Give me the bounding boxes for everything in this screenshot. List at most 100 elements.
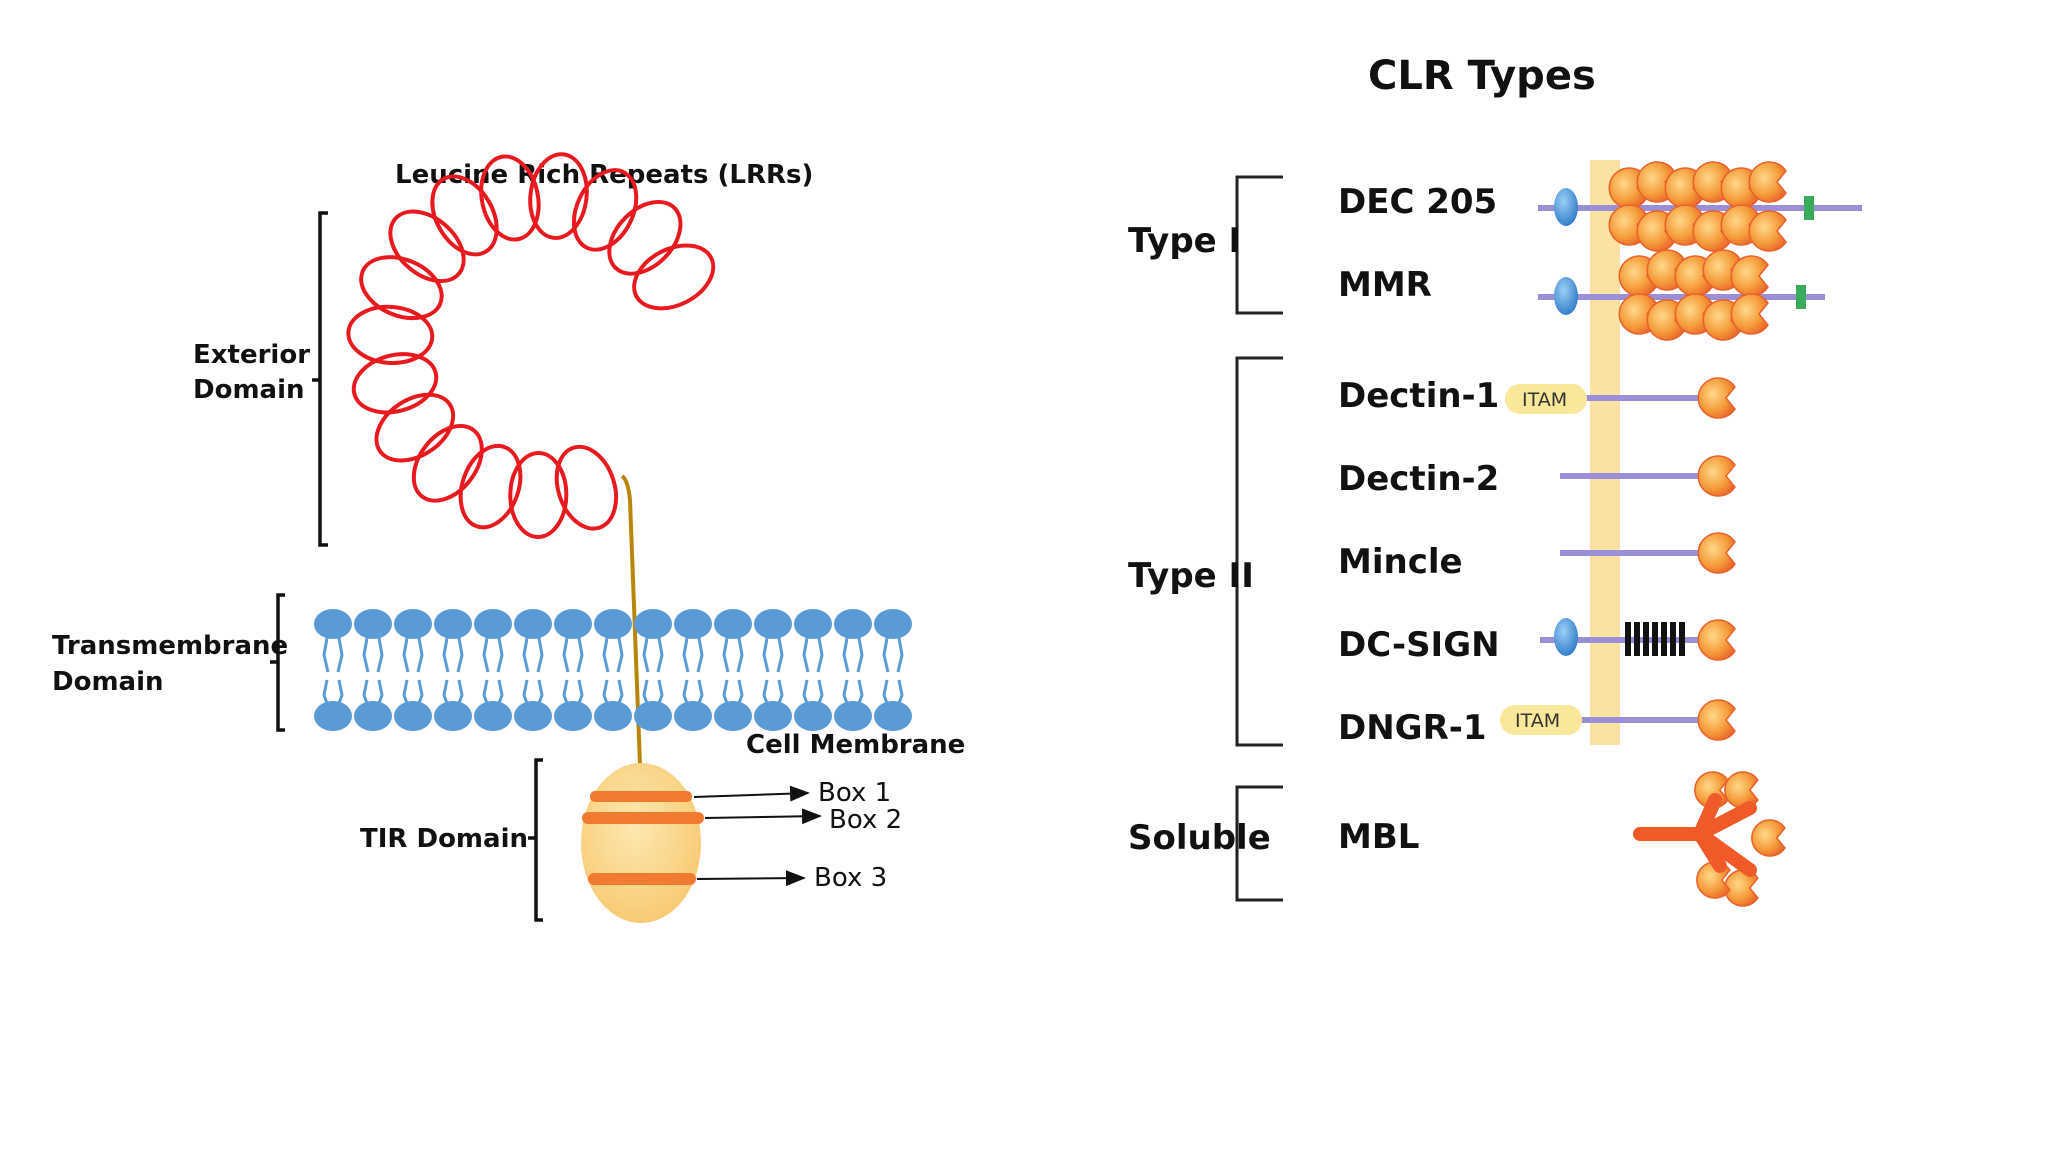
- lipid-tails: [362, 637, 384, 707]
- lipid-tails: [802, 637, 824, 707]
- box2-band: [582, 812, 704, 824]
- lipid-head-upper: [594, 609, 632, 639]
- lipid-head-lower: [554, 701, 592, 731]
- lipid-head-upper: [354, 609, 392, 639]
- lipid-head-lower: [834, 701, 872, 731]
- box1-arrow: [693, 785, 810, 802]
- dcsign-neck-repeats: [1625, 622, 1685, 656]
- lipid-head-upper: [634, 609, 672, 639]
- dectin1-itam-capsule: [1505, 384, 1587, 414]
- leucine-rich-repeat-coil: [346, 152, 716, 539]
- lipid-head-lower: [754, 701, 792, 731]
- lipid-bilayer: [314, 609, 912, 731]
- mmr-crd: [1730, 293, 1769, 335]
- lipid-head-lower: [314, 701, 352, 731]
- lrr-loop: [351, 352, 439, 415]
- lipid-tails: [722, 637, 744, 707]
- lipid-head-upper: [794, 609, 832, 639]
- cell-membrane-label: Cell Membrane: [746, 730, 965, 760]
- dngr1-crd: [1697, 699, 1736, 741]
- transmembrane-domain-bracket: [270, 593, 285, 732]
- transmembrane-domain-label: Transmembrane: [52, 631, 288, 661]
- dec205-tyrosine-motif-icon: [1554, 188, 1578, 226]
- transmembrane-domain-label-line2: Domain: [52, 667, 164, 697]
- mmr-tyrosine-motif-icon: [1554, 277, 1578, 315]
- dectin2-crd: [1697, 455, 1736, 497]
- lipid-head-upper: [874, 609, 912, 639]
- lipid-tails: [882, 637, 904, 707]
- lipid-head-upper: [714, 609, 752, 639]
- tir-domain-body: [581, 763, 701, 923]
- mmr-cap: [1796, 285, 1806, 309]
- receptor-dngr1-label: DNGR-1: [1338, 708, 1487, 748]
- dec205-crd: [1664, 167, 1703, 209]
- box3-arrow: [696, 870, 806, 887]
- tlr-diagram: Leucine Rich Repeats (LRRs) Exterior Dom…: [52, 152, 965, 923]
- box3-band: [588, 873, 696, 885]
- dec205-crd: [1608, 167, 1647, 209]
- lipid-head-lower: [714, 701, 752, 731]
- lipid-tails: [762, 637, 784, 707]
- lipid-head-upper: [514, 609, 552, 639]
- lipid-head-lower: [794, 701, 832, 731]
- mmr-crd: [1702, 299, 1741, 341]
- lipid-head-lower: [514, 701, 552, 731]
- lrr-loop: [388, 209, 466, 284]
- carbohydrate-recognition-domains: [1608, 161, 1787, 907]
- lrr-loop: [508, 451, 569, 539]
- lipid-head-lower: [434, 701, 472, 731]
- lipid-head-lower: [354, 701, 392, 731]
- soluble-label: Soluble: [1128, 818, 1271, 858]
- soluble-bracket: [1235, 785, 1283, 902]
- exterior-domain-label: Exterior: [193, 340, 310, 370]
- box3-label: Box 3: [814, 863, 887, 893]
- dngr1-itam-capsule: [1500, 705, 1582, 735]
- lipid-head-upper: [434, 609, 472, 639]
- receptor-dectin1-label: Dectin-1: [1338, 376, 1499, 416]
- lipid-head-lower: [474, 701, 512, 731]
- receptor-dectin2-label: Dectin-2: [1338, 459, 1499, 499]
- mmr-crd: [1730, 255, 1769, 297]
- box1-label: Box 1: [818, 778, 891, 808]
- lipid-head-lower: [874, 701, 912, 731]
- lipid-tails: [642, 637, 664, 707]
- lipid-tails: [442, 637, 464, 707]
- dec205-crd: [1748, 210, 1787, 252]
- lrr-loop: [430, 174, 499, 257]
- lrr-loop: [411, 423, 484, 503]
- lrr-loop: [607, 199, 683, 276]
- lipid-tails: [602, 637, 624, 707]
- lrr-loop: [571, 168, 639, 252]
- exterior-domain-label-line2: Domain: [193, 375, 305, 405]
- dec205-crd: [1636, 210, 1675, 252]
- tir-domain-label: TIR Domain: [360, 824, 528, 854]
- lrr-loop: [479, 154, 541, 242]
- lipid-head-upper: [674, 609, 712, 639]
- lrr-loop: [374, 392, 456, 463]
- lipid-head-lower: [394, 701, 432, 731]
- lipid-head-upper: [834, 609, 872, 639]
- box1-band: [590, 791, 692, 802]
- box2-arrow: [704, 808, 822, 825]
- receptor-mmr-label: MMR: [1338, 265, 1432, 305]
- dec205-cap: [1804, 196, 1814, 220]
- mincle-crd: [1697, 532, 1736, 574]
- lipid-tails: [682, 637, 704, 707]
- lipid-head-lower: [634, 701, 672, 731]
- lrr-loop: [458, 443, 523, 530]
- dcsign-tyrosine-motif-icon: [1554, 618, 1578, 656]
- dectin1-crd: [1697, 377, 1736, 419]
- lipid-head-upper: [394, 609, 432, 639]
- dngr1-itam-label: ITAM: [1515, 710, 1560, 732]
- mbl-trimer: [1633, 793, 1757, 877]
- lipid-head-lower: [594, 701, 632, 731]
- clr-types-title: CLR Types: [1368, 53, 1596, 99]
- lipid-tails: [402, 637, 424, 707]
- type2-label: Type II: [1128, 556, 1254, 596]
- lipid-head-upper: [474, 609, 512, 639]
- tir-domain-bracket: [528, 758, 543, 922]
- receptor-mincle-label: Mincle: [1338, 542, 1463, 582]
- box2-label: Box 2: [829, 805, 902, 835]
- lrr-loop: [528, 152, 589, 240]
